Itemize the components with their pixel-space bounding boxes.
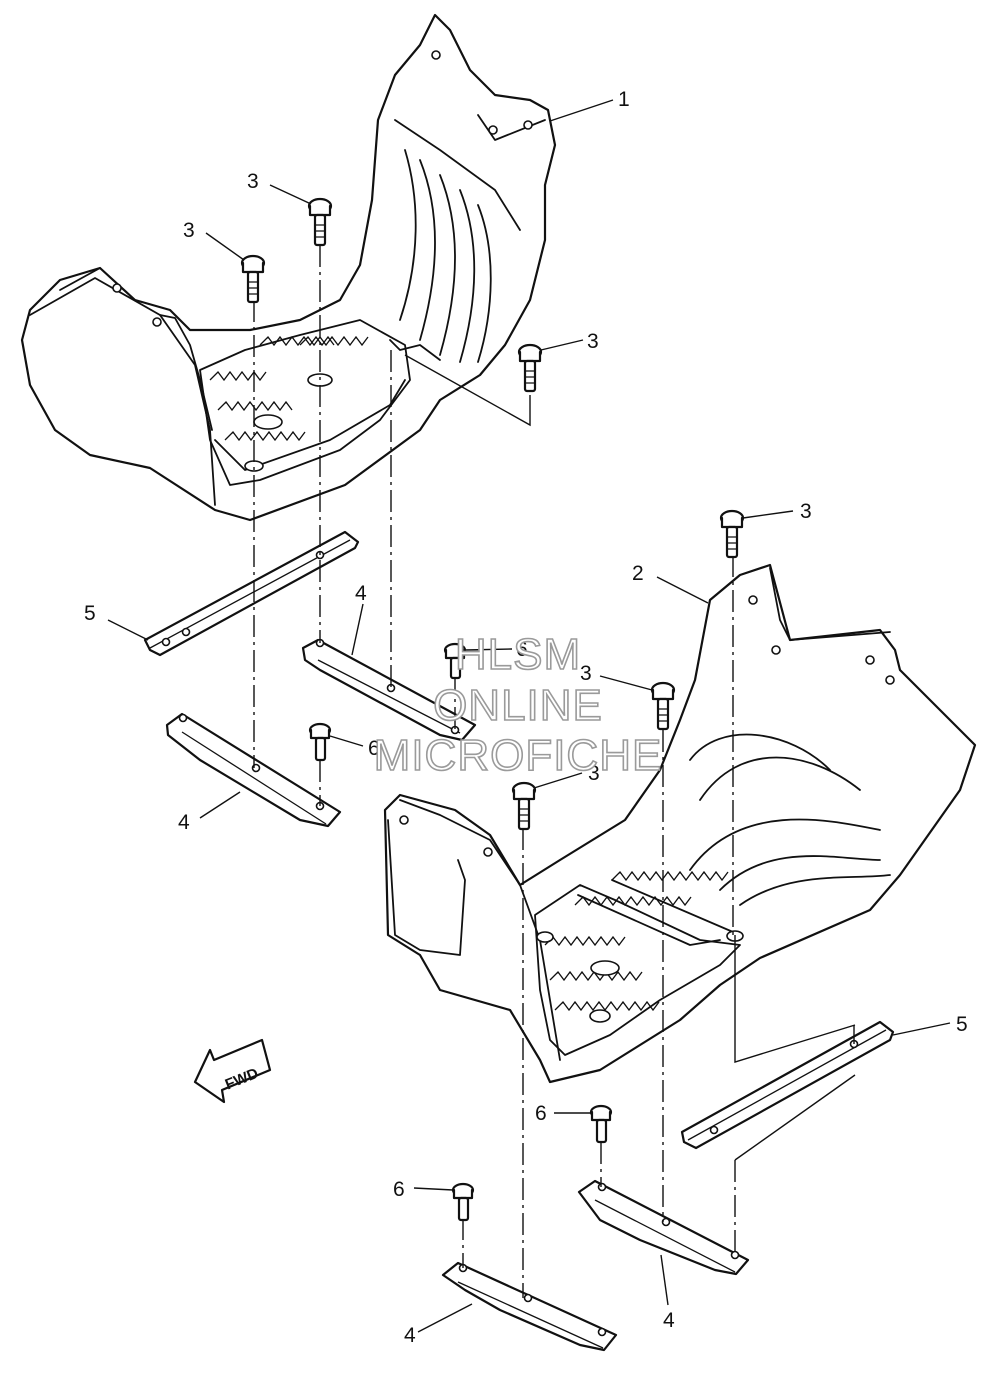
callout-3: 3 <box>587 330 599 353</box>
bolt-3-c <box>517 343 543 393</box>
watermark-line-3: MICROFICHE <box>374 731 663 780</box>
bracket-3 <box>577 1179 750 1276</box>
bolt-6-b <box>308 722 332 762</box>
callout-2: 2 <box>632 562 644 585</box>
bolt-3-f <box>511 781 537 831</box>
callout-1: 1 <box>618 88 630 111</box>
assembly-lines <box>253 245 856 1298</box>
callout-5: 5 <box>84 602 96 625</box>
callout-6: 6 <box>368 737 380 760</box>
callout-6: 6 <box>393 1178 405 1201</box>
callout-3: 3 <box>800 500 812 523</box>
plate-upper <box>143 530 360 657</box>
watermark: HLSM ONLINE MICROFICHE <box>373 629 663 781</box>
callout-3: 3 <box>247 170 259 193</box>
watermark-line-2: ONLINE <box>433 681 603 730</box>
watermark-line-1: HLSM <box>455 630 581 679</box>
callout-5: 5 <box>956 1013 968 1036</box>
skid-guard-lower <box>383 563 977 1084</box>
fwd-arrow-icon: FWD <box>193 1038 272 1104</box>
callout-4: 4 <box>355 582 367 605</box>
callout-4: 4 <box>404 1324 416 1347</box>
bracket-4 <box>441 1261 618 1352</box>
bracket-1 <box>301 638 477 742</box>
skid-guard-upper <box>20 13 557 522</box>
callout-4: 4 <box>178 811 190 834</box>
callout-4: 4 <box>663 1309 675 1332</box>
callout-labels: 1 3 3 3 3 2 5 4 6 3 6 3 4 5 6 6 4 4 <box>84 88 968 1347</box>
callout-6: 6 <box>516 638 528 661</box>
callout-6: 6 <box>535 1102 547 1125</box>
callout-3: 3 <box>588 762 600 785</box>
bolt-3-d <box>719 509 745 559</box>
bolt-3-e <box>650 681 676 731</box>
callout-3: 3 <box>580 662 592 685</box>
callout-3: 3 <box>183 219 195 242</box>
bolt-6-d <box>451 1182 475 1222</box>
bolt-3-a <box>240 254 266 304</box>
bolt-6-c <box>589 1104 613 1144</box>
leader-lines <box>107 99 951 1333</box>
bolt-3-b <box>307 197 333 247</box>
plate-lower <box>680 1020 895 1150</box>
